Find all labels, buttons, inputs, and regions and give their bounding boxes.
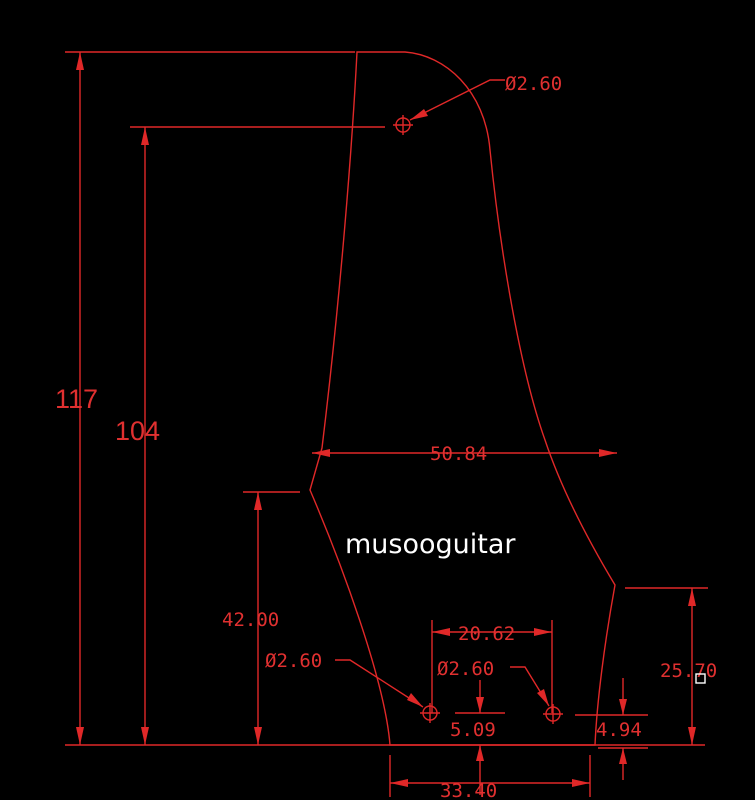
label-25-70: 25.70 xyxy=(660,660,717,682)
label-left-hole-dia: Ø2.60 xyxy=(265,650,322,672)
hole-bottom-right xyxy=(510,666,563,724)
dimension-5-09 xyxy=(455,680,505,795)
dimension-104 xyxy=(130,126,385,745)
watermark: musooguitar xyxy=(345,529,516,560)
hole-top xyxy=(393,79,505,135)
label-50-84: 50.84 xyxy=(430,443,487,465)
dimension-117 xyxy=(65,51,705,746)
label-20-62: 20.62 xyxy=(458,623,515,645)
label-117: 117 xyxy=(55,384,98,414)
cursor-grip-icon xyxy=(695,673,706,684)
label-42: 42.00 xyxy=(222,609,279,631)
label-4-94: 4.94 xyxy=(596,719,642,741)
dimension-4-94 xyxy=(575,678,648,780)
dimension-33-40 xyxy=(389,755,591,797)
dimension-50-84 xyxy=(312,449,617,457)
dimension-42 xyxy=(243,491,300,745)
label-top-hole-dia: Ø2.60 xyxy=(505,73,562,95)
dimension-20-62 xyxy=(431,620,553,713)
part-outline xyxy=(309,51,616,746)
label-right-hole-dia: Ø2.60 xyxy=(437,658,494,680)
label-5-09: 5.09 xyxy=(450,719,496,741)
dimension-25-70 xyxy=(625,587,708,745)
label-104: 104 xyxy=(115,416,160,446)
hole-bottom-left xyxy=(335,659,440,723)
label-33-40: 33.40 xyxy=(440,780,497,800)
